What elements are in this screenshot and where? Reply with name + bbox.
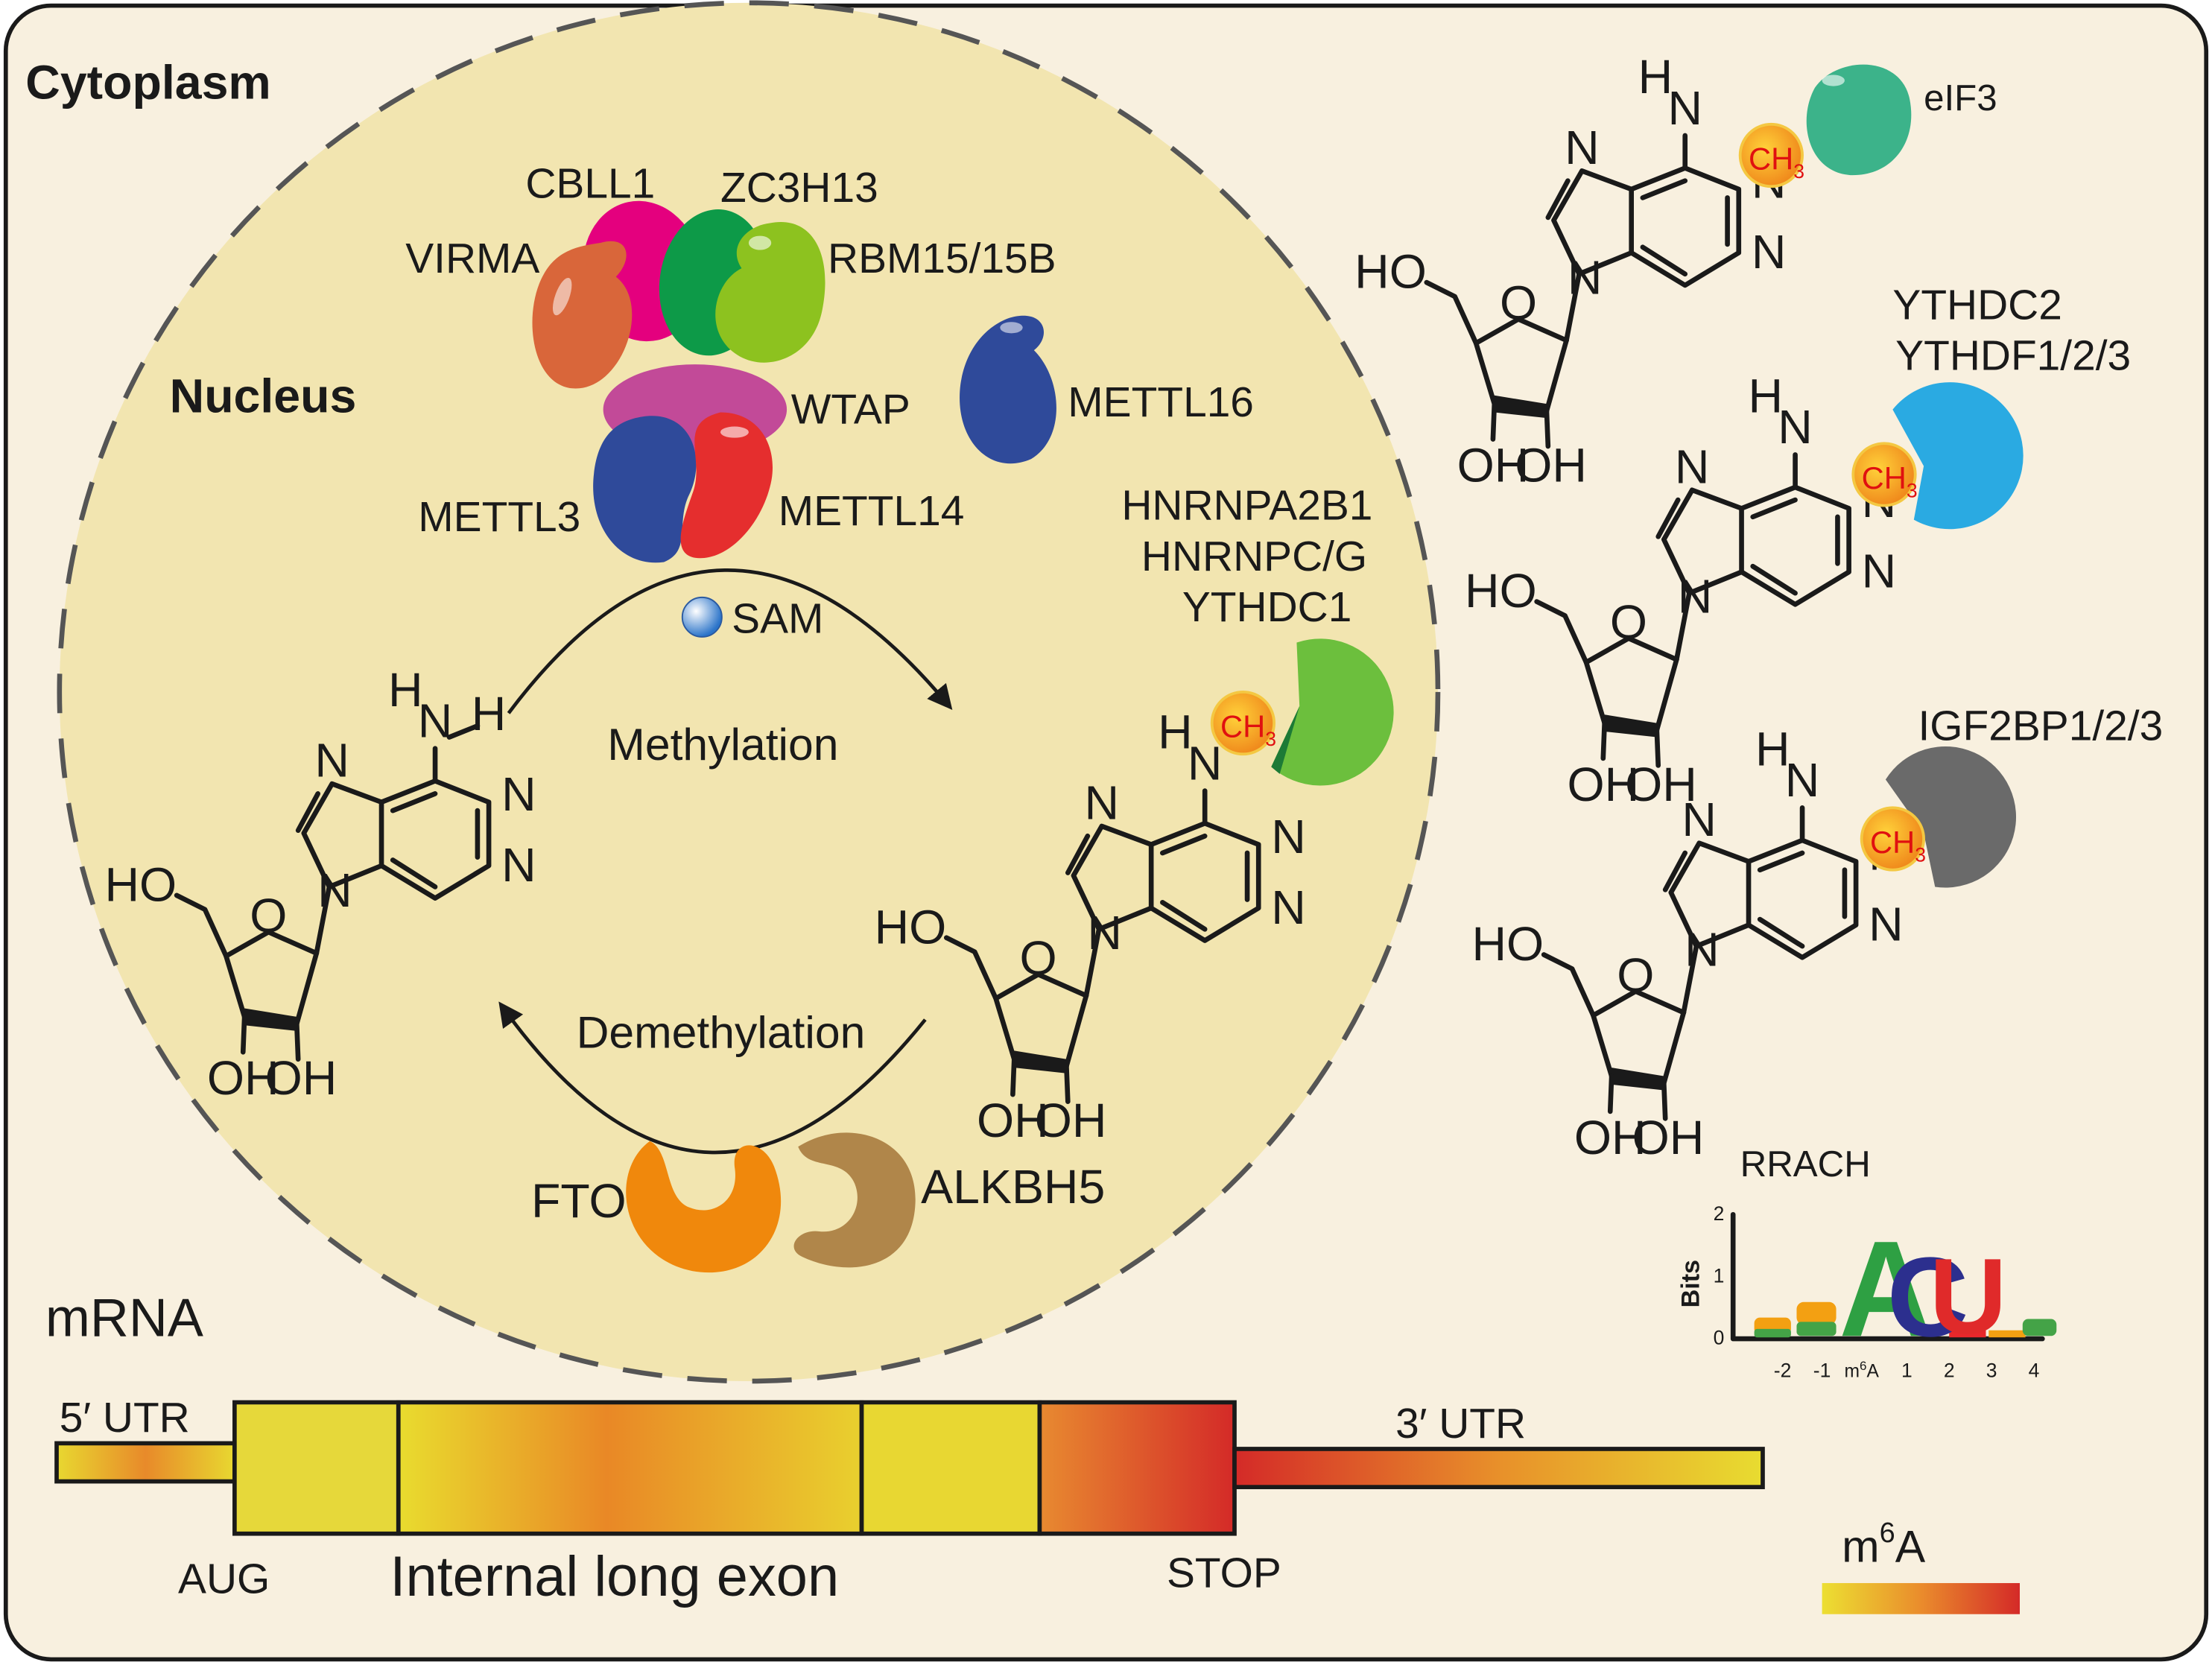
mrna-label: mRNA <box>45 1288 203 1348</box>
ytick-0: 0 <box>1714 1327 1725 1349</box>
amine-hydrogen-2: H <box>472 687 507 740</box>
methylation-arrow <box>507 568 953 714</box>
virma-protein <box>532 241 633 389</box>
fto-label: FTO <box>531 1174 627 1228</box>
ch3-text-eif3: CH3 <box>1749 141 1804 182</box>
xtick-minus2: -2 <box>1774 1359 1792 1381</box>
eif3-label: eIF3 <box>1924 77 1997 118</box>
logo-mark-plus3 <box>1988 1330 2026 1338</box>
legend-gradient-bar <box>1822 1583 2021 1614</box>
internal-long-exon-segment <box>396 1400 864 1536</box>
ch3-text-nuclear: CH3 <box>1220 709 1276 750</box>
sam-label: SAM <box>732 595 823 642</box>
utr3-label: 3′ UTR <box>1395 1401 1526 1447</box>
methylation-label: Methylation <box>607 719 838 770</box>
demethylation-arrow <box>498 1001 927 1155</box>
stop-label: STOP <box>1167 1550 1281 1597</box>
ch3-group-igf2bp <box>1860 806 1925 872</box>
xtick-minus1: -1 <box>1813 1359 1831 1381</box>
logo-mark-plus4 <box>2022 1319 2057 1336</box>
cbll1-label: CBLL1 <box>525 160 655 207</box>
utr5-segment <box>54 1441 237 1484</box>
ythdc1-label: YTHDC1 <box>1182 584 1351 631</box>
mettl14-label: METTL14 <box>779 488 965 535</box>
sequence-logo: RRACH Bits 2 1 0 A C U -2 -1 m6A 1 2 3 4 <box>1677 1144 2057 1381</box>
ythdc2-label: YTHDC2 <box>1892 282 2062 329</box>
ch3-group-ythdf <box>1851 442 1917 507</box>
nuclear-reader-shade <box>1271 705 1300 774</box>
mettl3-label: METTL3 <box>418 494 580 541</box>
alkbh5-label: ALKBH5 <box>921 1160 1105 1214</box>
virma-highlight <box>552 277 572 316</box>
ytick-1: 1 <box>1714 1264 1725 1287</box>
last-exon-segment <box>1037 1400 1237 1536</box>
logo-mark-minus1-b <box>1796 1322 1837 1336</box>
wtap-label: WTAP <box>791 387 910 434</box>
mettl16-highlight <box>1000 322 1023 334</box>
motif-title: RRACH <box>1740 1144 1871 1184</box>
exon-3-segment <box>859 1400 1042 1536</box>
ythdf-label: YTHDF1/2/3 <box>1895 333 2131 380</box>
ytick-2: 2 <box>1714 1202 1725 1225</box>
rbm15-protein <box>715 221 825 363</box>
nuclear-reader-protein <box>1271 638 1394 786</box>
igf2bp-protein <box>1885 746 2017 888</box>
utr3-segment <box>1232 1447 1765 1489</box>
ythdf-protein <box>1892 382 2024 530</box>
mettl16-protein <box>960 315 1056 464</box>
xtick-3: 3 <box>1986 1359 1997 1381</box>
logo-letter-u: U <box>1930 1237 2007 1357</box>
eif3-protein <box>1806 64 1912 176</box>
exon-1-segment <box>232 1400 401 1536</box>
demethylation-label: Demethylation <box>577 1007 866 1058</box>
ch3-text-igf2bp: CH3 <box>1870 825 1926 866</box>
rbm15-highlight <box>748 235 772 250</box>
logo-mark-minus2-b <box>1754 1328 1791 1338</box>
cytoplasm-label: Cytoplasm <box>25 56 270 110</box>
logo-letter-a: A <box>1839 1212 1933 1365</box>
alkbh5-protein <box>793 1132 916 1268</box>
eif3-highlight <box>1822 74 1845 86</box>
utr5-label: 5′ UTR <box>60 1395 190 1442</box>
nucleus-label: Nucleus <box>170 370 357 423</box>
logo-mark-minus1 <box>1796 1301 1837 1325</box>
aug-label: AUG <box>178 1555 270 1602</box>
ch3-text-ythdf: CH3 <box>1862 460 1918 501</box>
fto-protein <box>626 1141 782 1273</box>
rbm15-label: RBM15/15B <box>828 235 1056 282</box>
mettl14-protein <box>680 412 773 559</box>
writer-complex <box>532 200 825 563</box>
mettl14-highlight <box>720 426 749 438</box>
sam-molecule <box>681 596 723 638</box>
xtick-2: 2 <box>1944 1359 1955 1381</box>
legend-label: m6A <box>1842 1517 1926 1572</box>
hnrnpcg-label: HNRNPC/G <box>1141 533 1367 580</box>
logo-letter-c: C <box>1887 1234 1969 1360</box>
motif-ylabel: Bits <box>1677 1260 1705 1307</box>
nucleus <box>57 0 1441 1384</box>
ch3-group-nuclear <box>1210 690 1275 756</box>
igf2bp-label: IGF2BP1/2/3 <box>1918 703 2164 749</box>
hnrnpa2b1-label: HNRNPA2B1 <box>1121 483 1372 530</box>
mettl16-label: METTL16 <box>1068 379 1254 426</box>
exon-label: Internal long exon <box>390 1545 839 1608</box>
ch3-group-eif3 <box>1738 122 1804 188</box>
logo-mark-plus2 <box>1949 1330 1986 1338</box>
xtick-m6a: m6A <box>1844 1359 1879 1381</box>
xtick-4: 4 <box>2029 1359 2040 1381</box>
mettl3-protein <box>593 416 697 563</box>
zc3h13-label: ZC3H13 <box>720 165 878 212</box>
xtick-1: 1 <box>1901 1359 1912 1381</box>
virma-label: VIRMA <box>405 235 539 282</box>
